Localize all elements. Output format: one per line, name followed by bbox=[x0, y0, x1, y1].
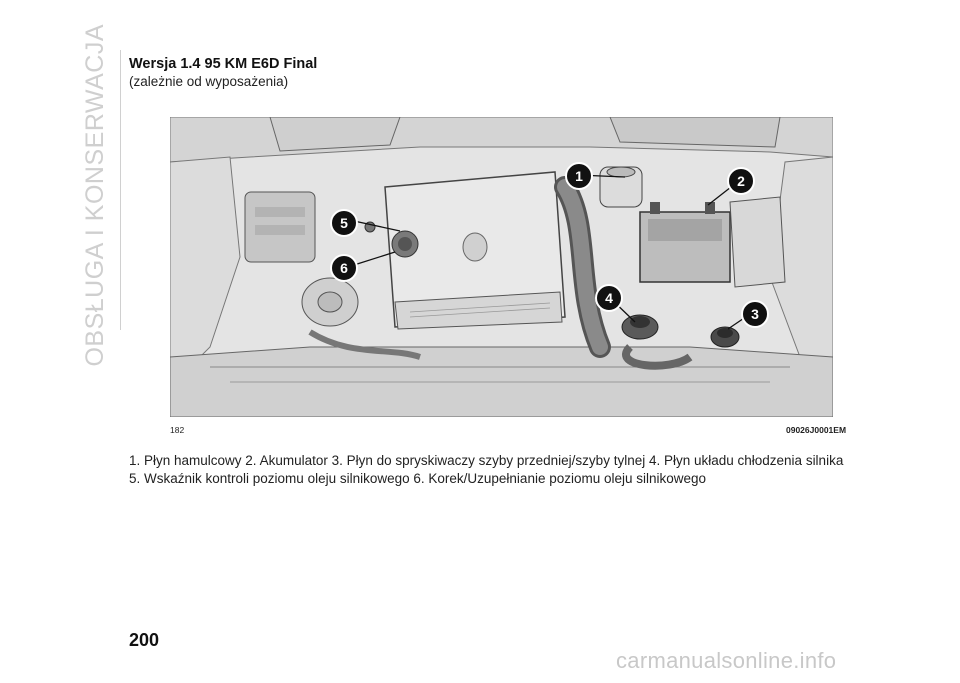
callout-badge: 4 bbox=[595, 284, 623, 312]
side-divider bbox=[120, 50, 121, 330]
callout-badge: 3 bbox=[741, 300, 769, 328]
section-side-tab: OBSŁUGA I KONSERWACJA bbox=[81, 24, 109, 367]
site-watermark: carmanualsonline.info bbox=[616, 648, 837, 673]
figure-number: 182 bbox=[170, 425, 185, 435]
callout-number: 5 bbox=[340, 215, 348, 231]
section-title: Wersja 1.4 95 KM E6D Final bbox=[129, 56, 318, 72]
callout-number: 2 bbox=[737, 173, 745, 189]
section-side-tab-label: OBSŁUGA I KONSERWACJA bbox=[80, 23, 109, 367]
page-number: 200 bbox=[129, 630, 160, 650]
callout-number: 1 bbox=[575, 168, 583, 184]
figure-caption: 1. Płyn hamulcowy 2. Akumulator 3. Płyn … bbox=[129, 453, 844, 486]
callout-badge: 2 bbox=[727, 167, 755, 195]
engine-bay-drawing bbox=[170, 117, 833, 417]
callout-badge: 1 bbox=[565, 162, 593, 190]
section-subtitle: (zależnie od wyposażenia) bbox=[129, 74, 289, 89]
callout-number: 3 bbox=[751, 306, 759, 322]
callout-badge: 6 bbox=[330, 254, 358, 282]
callout-number: 4 bbox=[605, 290, 613, 306]
engine-bay-illustration: 1 2 3 4 5 6 bbox=[170, 117, 833, 417]
callout-badge: 5 bbox=[330, 209, 358, 237]
callout-number: 6 bbox=[340, 260, 348, 276]
figure-code: 09026J0001EM bbox=[786, 425, 847, 435]
